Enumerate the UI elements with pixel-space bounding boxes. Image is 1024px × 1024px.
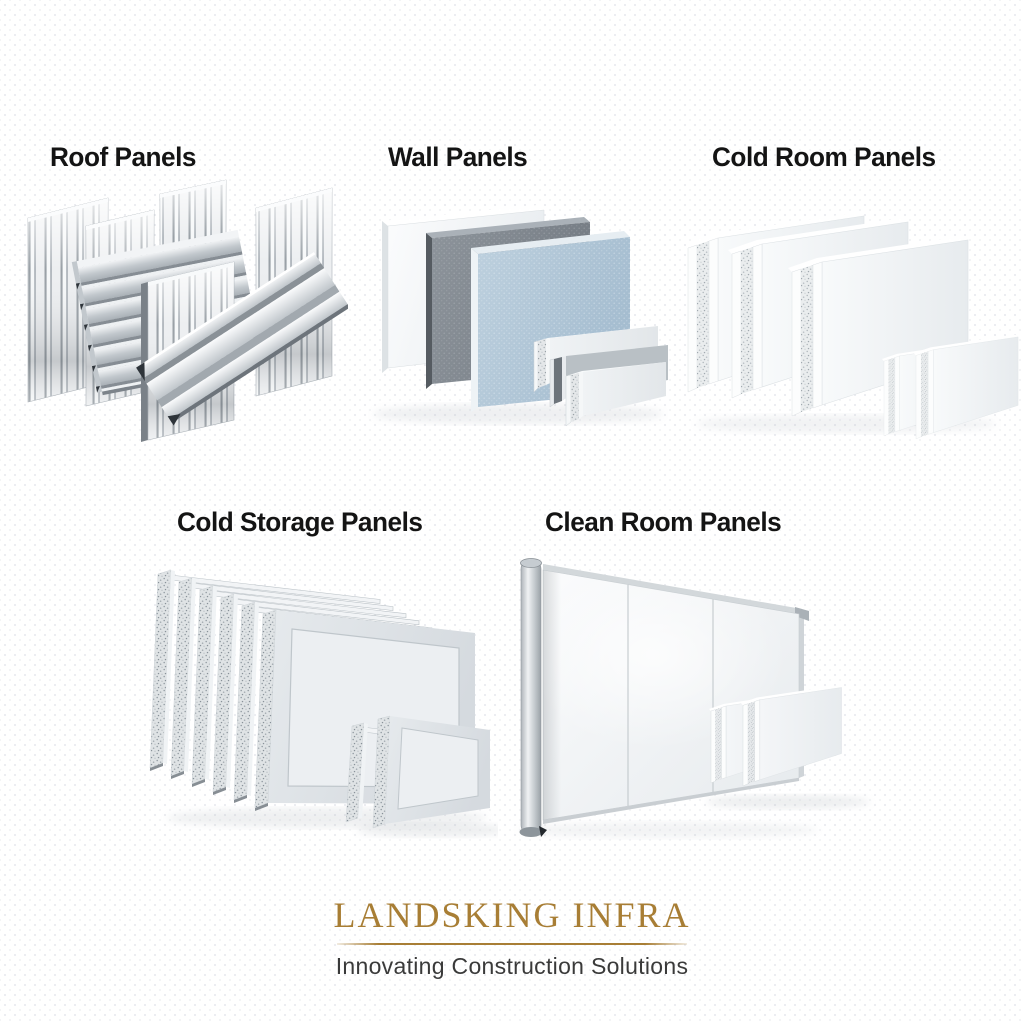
clean-room-wall	[542, 564, 809, 824]
footer: LANDSKING INFRA Innovating Construction …	[0, 894, 1024, 980]
section-title-cold-storage-panels: Cold Storage Panels	[177, 507, 423, 537]
section-title-wall-panels: Wall Panels	[388, 142, 528, 172]
storage-panel-2	[170, 577, 394, 779]
aluminum-post	[519, 558, 547, 837]
storage-panel-4	[212, 593, 420, 795]
roof-panels-illustration	[27, 179, 348, 442]
small-stack-shadow	[357, 823, 498, 837]
brand-tagline: Innovating Construction Solutions	[335, 953, 689, 980]
brand-divider	[337, 943, 687, 946]
storage-panel-3	[191, 585, 407, 787]
section-title-clean-room-panels: Clean Room Panels	[545, 507, 782, 537]
sample-shadow	[706, 795, 870, 809]
storage-panel-1	[149, 569, 381, 771]
sandwich-panel-sample-front	[565, 362, 666, 427]
wall-shadow	[518, 822, 818, 838]
brand-name: LANDSKING INFRA	[333, 895, 691, 935]
section-title-cold-room-panels: Cold Room Panels	[712, 142, 936, 172]
cold-room-panels-illustration	[686, 211, 1019, 440]
cold-storage-panels-illustration	[149, 569, 498, 837]
roof-profile-piece	[136, 252, 348, 426]
clean-room-panels-illustration	[518, 558, 870, 838]
section-title-roof-panels: Roof Panels	[50, 142, 197, 172]
storage-sample-front	[372, 715, 490, 829]
wall-panels-illustration	[373, 205, 668, 427]
